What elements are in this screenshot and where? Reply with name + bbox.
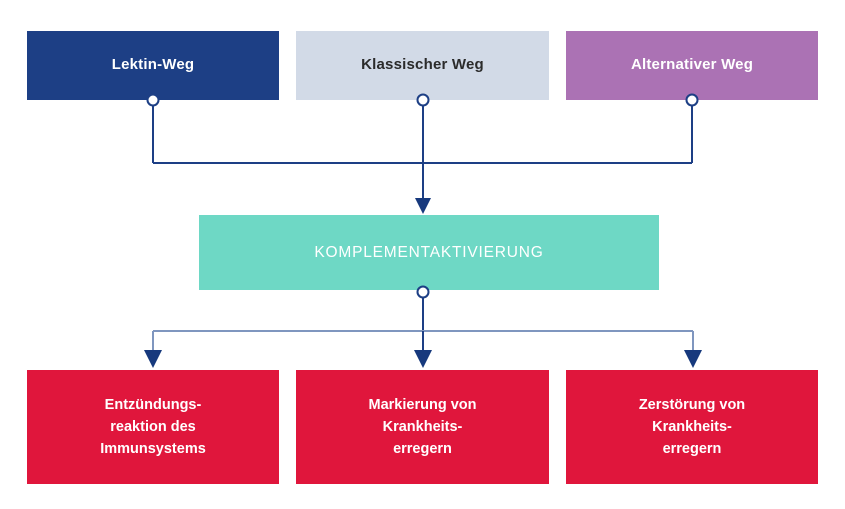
activation-label: KOMPLEMENTAKTIVIERUNG: [314, 243, 544, 261]
pathway-box-klassischer-weg[interactable]: Klassischer Weg: [296, 31, 549, 100]
outcome-label-entzuendungsreaktion: Entzündungs- reaktion des Immunsystems: [100, 396, 206, 458]
outcome-label-markierung: Markierung von Krankheits- erregern: [368, 396, 477, 458]
arrow-down-icon-to-destruction: [684, 350, 702, 368]
outcome-box-entzuendungsreaktion[interactable]: Entzündungs- reaktion des Immunsystems: [27, 370, 279, 484]
outcome-box-zerstoerung[interactable]: Zerstörung von Krankheits- erregern: [566, 370, 818, 484]
pathway-label-alternativer-weg: Alternativer Weg: [630, 56, 754, 74]
pathway-box-lektin-weg[interactable]: Lektin-Weg: [27, 31, 279, 100]
activation-box-komplementaktivierung[interactable]: KOMPLEMENTAKTIVIERUNG: [199, 215, 659, 290]
arrow-down-icon-to-activation: [415, 198, 431, 214]
pathway-box-alternativer-weg[interactable]: Alternativer Weg: [566, 31, 818, 100]
arrow-down-icon-to-marking: [414, 350, 432, 368]
outcome-label-zerstoerung: Zerstörung von Krankheits- erregern: [638, 396, 746, 458]
pathway-label-lektin-weg: Lektin-Weg: [111, 56, 195, 74]
pathway-label-klassischer-weg: Klassischer Weg: [361, 56, 484, 74]
arrow-down-icon-to-inflammation: [144, 350, 162, 368]
outcome-box-markierung[interactable]: Markierung von Krankheits- erregern: [296, 370, 549, 484]
